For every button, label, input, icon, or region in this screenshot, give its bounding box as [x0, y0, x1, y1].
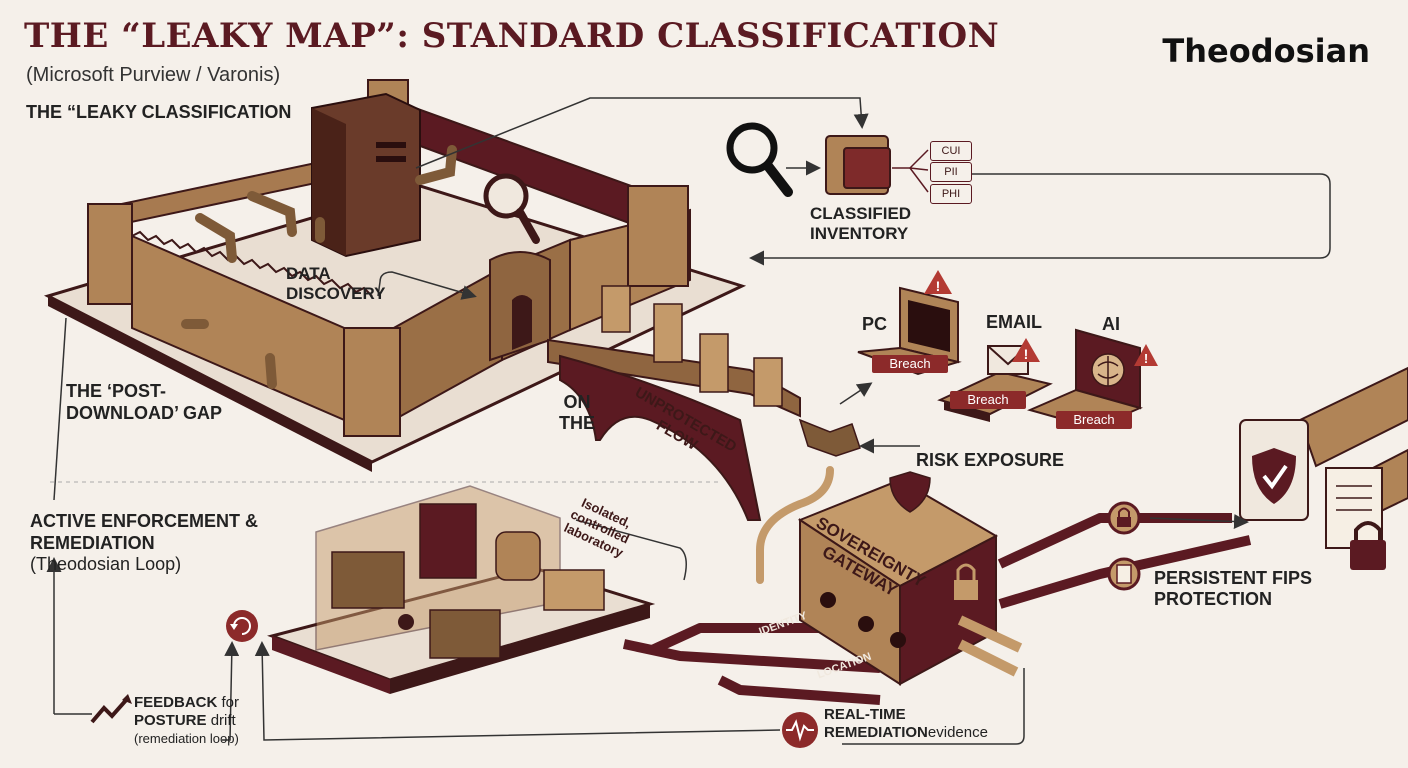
risk-exposure-label: RISK EXPOSURE	[916, 450, 1064, 471]
feedback-bold: FEEDBACK	[134, 694, 217, 711]
trend-arrow-icon	[92, 694, 132, 722]
brand-logo: Theodosian	[1162, 32, 1370, 70]
alert-icon: !	[924, 270, 952, 294]
active-enforcement-label: ACTIVE ENFORCEMENT & REMEDIATION	[30, 510, 280, 554]
tag-connectors	[892, 150, 928, 192]
theodosian-loop-label: (Theodosian Loop)	[30, 554, 181, 575]
lock-icon	[1109, 503, 1139, 533]
endpoint-pc-label: PC	[862, 314, 887, 335]
feedback-label: FEEDBACK for POSTURE drift (remediation …	[134, 694, 239, 748]
magnifier-icon	[730, 126, 788, 192]
page-subtitle: (Microsoft Purview / Varonis)	[26, 64, 280, 87]
leaky-classification-label: THE “LEAKY CLASSIFICATION	[26, 102, 291, 123]
server-icon	[312, 94, 420, 256]
tag-phi: PHI	[930, 184, 972, 204]
ai-breach-badge: Breach	[1056, 411, 1132, 429]
bridge-to-endpoints-arrow	[840, 384, 870, 404]
folder-icon	[826, 136, 890, 194]
pulse-icon	[782, 712, 818, 748]
enforcement-to-gap-line	[54, 318, 66, 500]
classified-inventory-label: CLASSIFIED INVENTORY	[810, 204, 930, 244]
brain-icon	[1092, 354, 1124, 386]
posture-drift: drift	[211, 712, 236, 729]
svg-text:!: !	[936, 278, 941, 294]
email-breach-badge: Breach	[950, 391, 1026, 409]
svg-text:!: !	[1144, 351, 1148, 366]
data-discovery-label: DATA DISCOVERY	[286, 264, 366, 304]
page-title: THE “LEAKY MAP”: STANDARD CLASSIFICATION	[24, 16, 999, 56]
evidence-text: evidence	[928, 724, 988, 741]
feedback-for: for	[222, 694, 240, 711]
posture-bold: POSTURE	[134, 712, 207, 729]
shield-check-icon	[1240, 420, 1308, 520]
remediation-bold: REMEDIATION	[824, 724, 928, 741]
bridge-label-left: ON THE	[552, 392, 602, 434]
endpoint-ai-label: AI	[1102, 314, 1120, 335]
realtime-line1: REAL-TIME	[824, 706, 906, 723]
persistent-fips-label: PERSISTENT FIPS PROTECTION	[1154, 568, 1324, 610]
refresh-icon	[226, 610, 258, 642]
post-download-gap-label: THE ‘POST-DOWNLOAD’ GAP	[66, 380, 256, 424]
endpoint-email-label: EMAIL	[986, 312, 1042, 333]
document-icon	[1109, 559, 1139, 589]
tag-pii: PII	[930, 162, 972, 182]
remediation-loop-note: (remediation loop)	[134, 731, 239, 746]
realtime-remediation-label: REAL-TIME REMEDIATIONevidence	[824, 706, 988, 742]
svg-text:!: !	[1024, 346, 1029, 362]
tag-cui: CUI	[930, 141, 972, 161]
pc-breach-badge: Breach	[872, 355, 948, 373]
